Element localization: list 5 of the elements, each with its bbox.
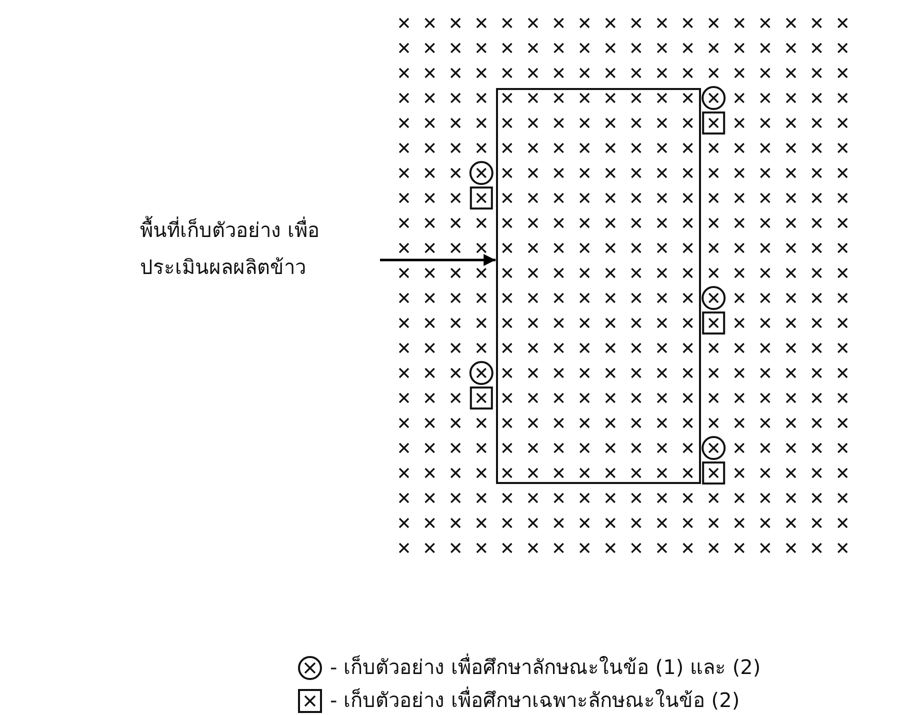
- arrow: [380, 254, 496, 266]
- legend-text: - เก็บตัวอย่าง เพื่อศึกษาลักษณะในข้อ (1) และ (2): [330, 652, 761, 681]
- sampling-area-frame: [496, 88, 701, 484]
- legend-text: - เก็บตัวอย่าง เพื่อศึกษาเฉพาะลักษณะในข้อ (2): [330, 686, 740, 714]
- area-label: พื้นที่เก็บตัวอย่าง เพื่อประเมินผลผลิตข้าว: [140, 212, 380, 286]
